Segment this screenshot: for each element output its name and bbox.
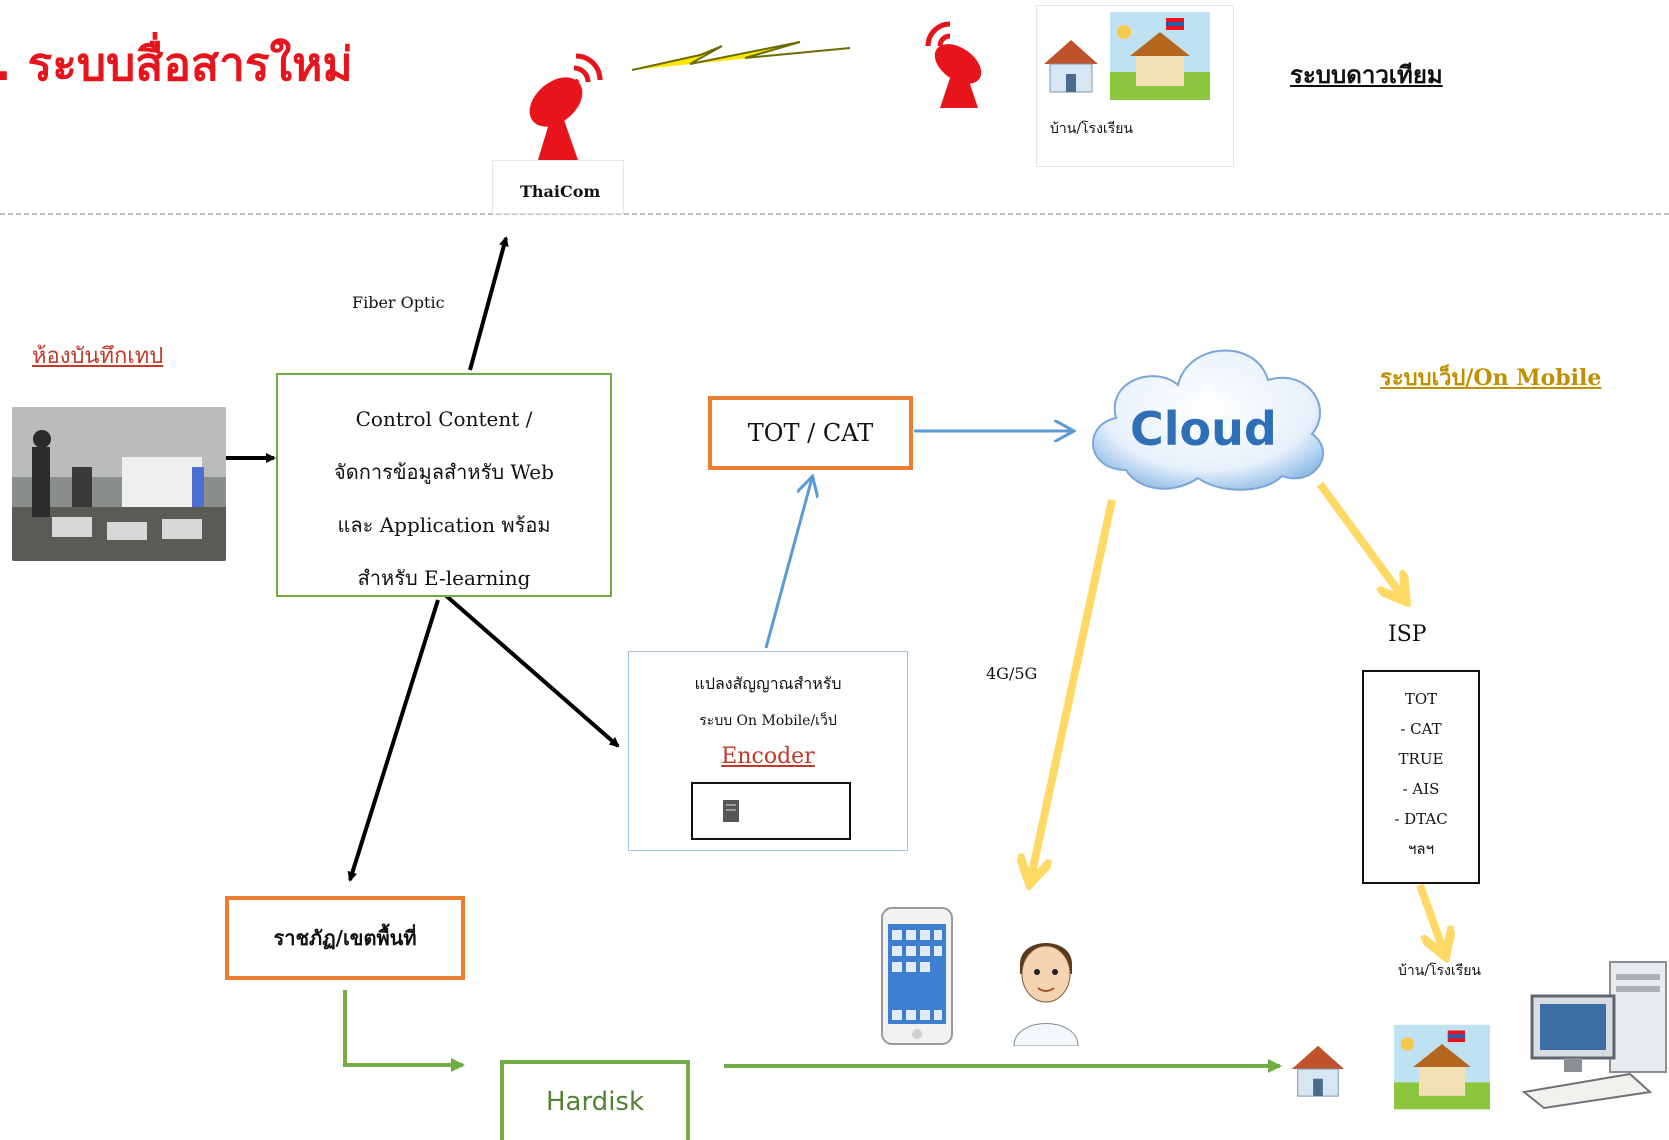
encoder-line-1: แปลงสัญญาณสำหรับ [694,674,842,693]
studio-photo [12,407,226,561]
control-line-3: และ Application พร้อม [337,513,551,537]
encoder-arrow [441,591,620,748]
rajabhat-label: ราชภัฏ/เขตพื้นที่ [273,926,417,950]
control-content-box: Control Content / จัดการข้อมูลสำหรับ Web… [276,373,612,597]
tot-cat-label: TOT / CAT [747,419,874,447]
fiber-arrow [468,236,509,371]
home-school-label-bottom: บ้าน/โรงเรียน [1398,963,1481,979]
mobile-network-label: 4G/5G [986,664,1038,683]
encoder-box: แปลงสัญญาณสำหรับ ระบบ On Mobile/เว็ป Enc… [628,651,908,851]
control-line-4: สำหรับ E-learning [357,566,531,590]
encoder-device-frame [691,782,851,840]
thaicom-label: ThaiCom [520,182,601,201]
cloud-to-isp-arrow [1316,481,1405,600]
cloud-icon [1092,349,1324,491]
home-school-frame [1036,5,1234,167]
isp-item-true: TRUE [1398,750,1444,768]
control-line-1: Control Content / [355,407,533,431]
school-icon [1110,12,1210,100]
smartphone-icon [881,907,953,1045]
thaicom-frame [492,160,624,214]
person-icon [1013,943,1079,1046]
studio-label: ห้องบันทึกเทป [32,344,164,369]
isp-list-box: TOT - CAT TRUE - AIS - DTAC ฯลฯ [1362,670,1480,884]
isp-item-tot: TOT [1404,690,1438,708]
school-icon-bottom [1394,1024,1490,1110]
hardisk-label: Hardisk [545,1087,645,1117]
hardisk-box: Hardisk [500,1060,690,1140]
isp-to-home-arrow [1416,883,1445,955]
home-school-label-top: บ้าน/โรงเรียน [1050,121,1133,137]
fiber-optic-label: Fiber Optic [352,293,445,312]
receiver-dish-icon [925,21,982,108]
rajabhat-to-hardisk-arrow [343,990,465,1072]
cloud-label: Cloud [1130,402,1277,456]
isp-item-etc: ฯลฯ [1407,840,1435,858]
page-title: . ระบบสื่อสารใหม่ [0,37,353,91]
control-line-2: จัดการข้อมูลสำหรับ Web [334,460,554,484]
cloud-to-mobile-arrow [1030,499,1116,882]
satellite-dish-icon [529,53,603,160]
encoder-label: Encoder [721,744,815,769]
rajabhat-box: ราชภัฏ/เขตพื้นที่ [225,896,465,980]
satellite-link [631,41,851,71]
encoder-to-totcat-arrow [764,478,812,649]
house-icon-bottom [1291,1045,1345,1097]
isp-item-ais: - AIS [1402,780,1440,798]
satellite-section-label: ระบบดาวเทียม [1290,60,1443,89]
isp-label: ISP [1388,622,1427,647]
encoder-line-2: ระบบ On Mobile/เว็ป [699,713,837,729]
encoder-device-icon [723,800,739,822]
web-section-label: ระบบเว็ป/On Mobile [1380,365,1602,391]
tot-cat-box: TOT / CAT [708,396,913,470]
isp-item-dtac: - DTAC [1394,810,1448,828]
rajabhat-arrow [347,599,440,882]
desktop-computer-icon [1521,961,1667,1110]
house-icon [1044,40,1098,93]
isp-item-cat: - CAT [1400,720,1442,738]
